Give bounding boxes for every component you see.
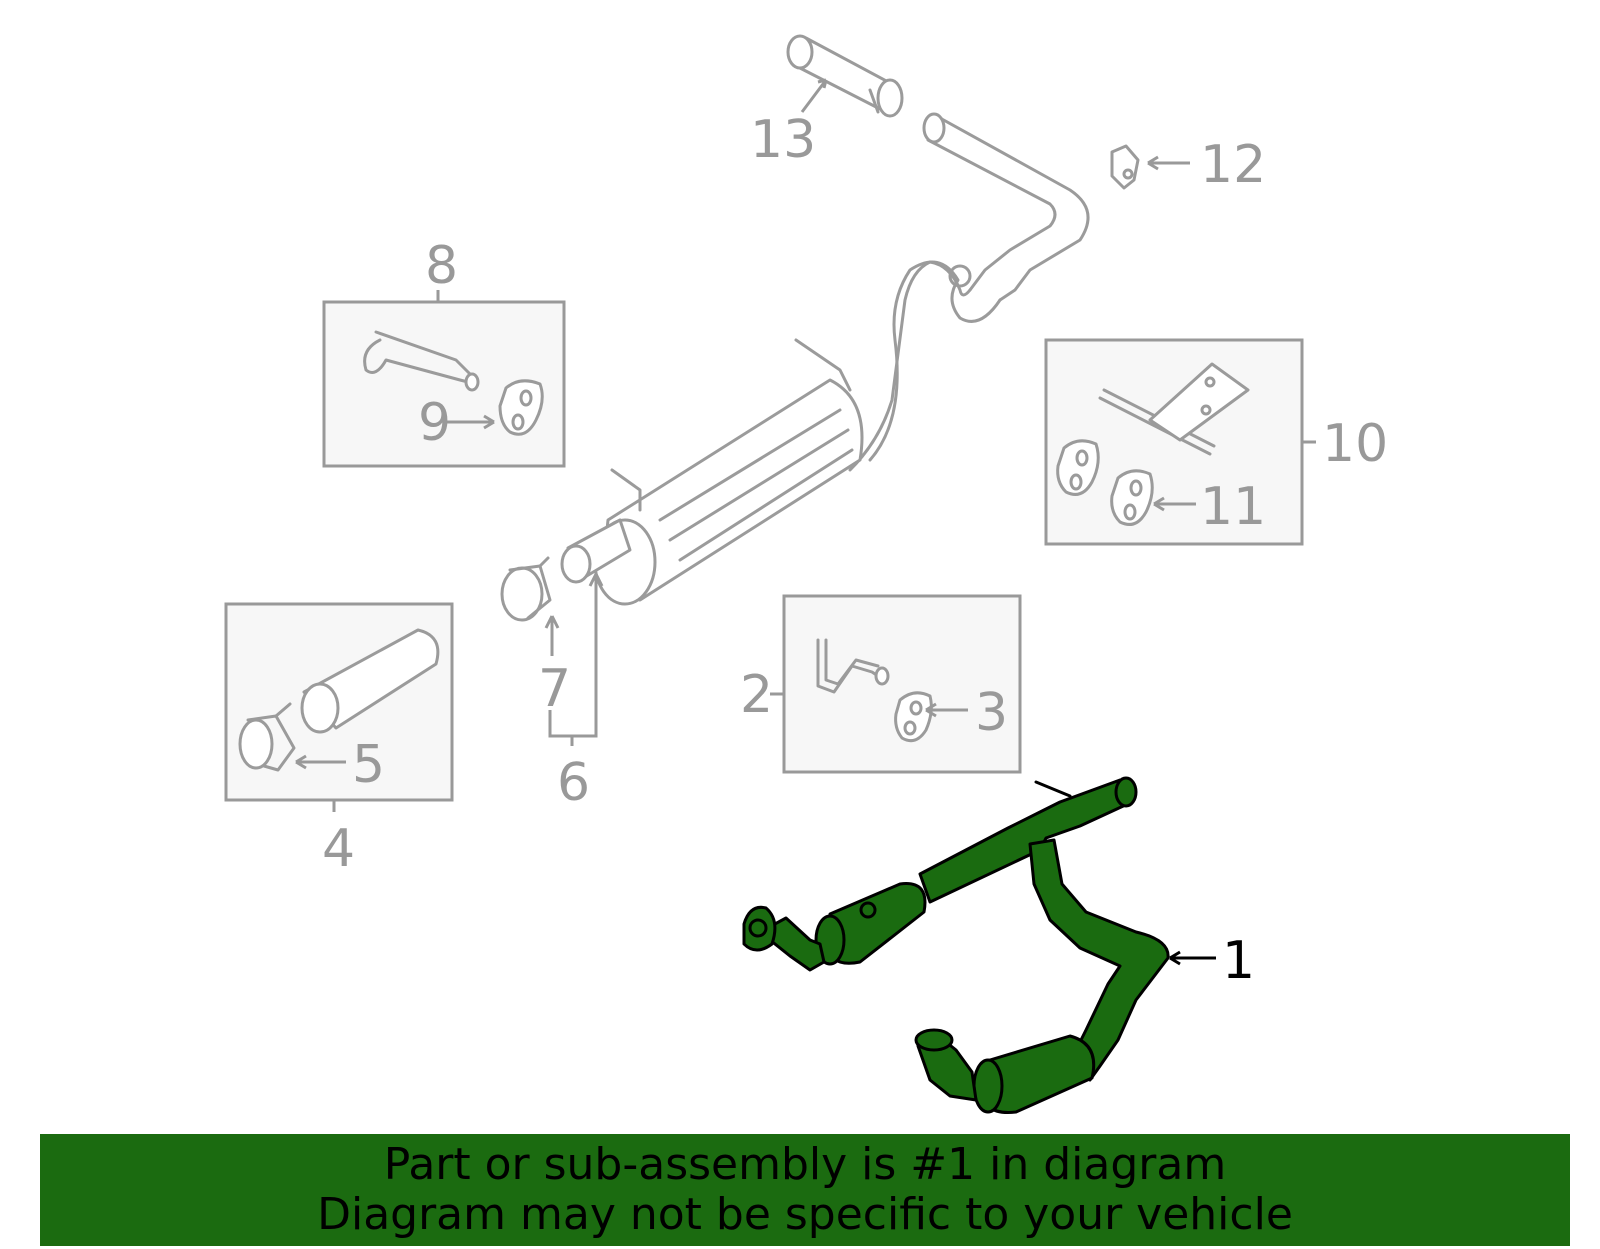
inset-box-10	[1044, 338, 1304, 546]
part-10-isolator	[1056, 439, 1100, 496]
callout-12: 12	[1200, 135, 1266, 195]
callout-1: 1	[1222, 931, 1255, 991]
banner-line-2: Diagram may not be specific to your vehi…	[317, 1189, 1293, 1240]
callout-9: 9	[418, 393, 451, 453]
part-2-hanger-rod	[816, 638, 890, 694]
part-3-isolator	[894, 691, 933, 743]
part-6-muffler-assembly	[560, 112, 1090, 606]
part-13-tailpipe	[786, 34, 904, 118]
part-8-hanger-rod	[363, 330, 480, 392]
callout-2: 2	[740, 665, 773, 725]
callout-5: 5	[352, 735, 385, 795]
banner-line-1: Part or sub-assembly is #1 in diagram	[383, 1139, 1227, 1190]
callout-11: 11	[1200, 477, 1266, 537]
part-5-clamp	[238, 702, 296, 772]
inset-box-2	[782, 594, 1022, 774]
callout-10: 10	[1322, 414, 1388, 474]
part-12-hanger-block	[1110, 144, 1140, 190]
leader-13	[800, 79, 828, 113]
callout-4: 4	[322, 819, 355, 879]
callout-3: 3	[975, 683, 1008, 743]
part-10-hanger-bracket	[1098, 362, 1250, 456]
part-11-isolator	[1110, 469, 1154, 526]
part-4-pipe	[300, 628, 440, 734]
callout-6: 6	[557, 753, 590, 813]
callout-13: 13	[750, 110, 816, 170]
part-1-catalytic-converter-assembly	[742, 776, 1170, 1115]
info-banner: Part or sub-assembly is #1 in diagram Di…	[40, 1134, 1570, 1246]
callout-8: 8	[425, 236, 458, 296]
part-7-clamp	[500, 556, 552, 622]
callout-7: 7	[538, 659, 571, 719]
part-9-isolator	[498, 379, 544, 436]
